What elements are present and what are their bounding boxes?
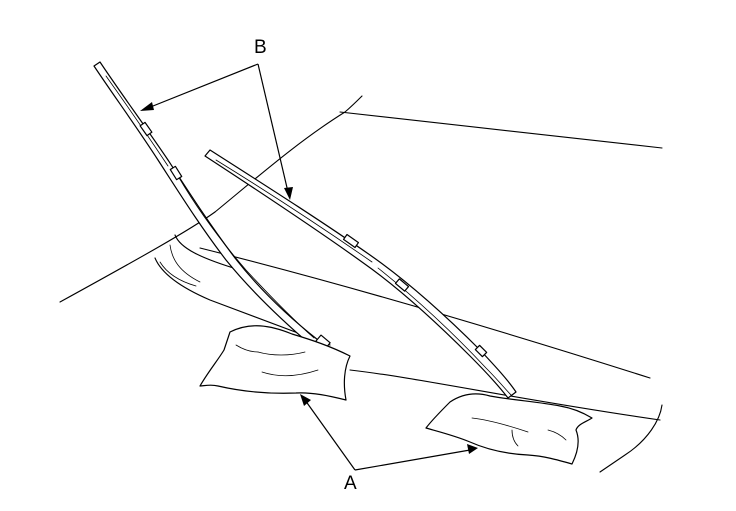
hood-rear-line — [349, 369, 661, 421]
car-body-outline — [59, 95, 663, 473]
right-blade-clip-mid — [394, 278, 410, 292]
windshield-left-edge — [214, 95, 363, 213]
right-blade-lower-line — [377, 267, 513, 397]
leader-a-left-arrowhead — [300, 394, 311, 406]
left-wiper-blade — [93, 61, 331, 350]
hood-left-edge — [59, 211, 216, 303]
right-cloth — [425, 393, 593, 465]
left-cloth-fold-1 — [257, 351, 306, 356]
leader-a-left — [304, 399, 356, 471]
right-blade-rubber-line — [215, 159, 373, 263]
left-cloth-body — [199, 325, 351, 401]
cowl-detail — [159, 261, 197, 287]
right-cloth-fold-1 — [471, 417, 529, 433]
left-blade-clip-upper — [139, 121, 153, 137]
leader-b-left-arrowhead — [140, 102, 154, 111]
leader-b-left — [147, 63, 259, 109]
cowl-inner-curve — [169, 244, 201, 283]
callout-b-label: B — [254, 37, 267, 58]
leader-lines — [140, 63, 478, 471]
hood-crease-line — [154, 257, 331, 346]
right-cloth-body — [425, 393, 593, 465]
cowl-left-curve — [174, 234, 241, 271]
left-blade-clip-mid — [169, 165, 183, 181]
left-cloth-fold-2 — [261, 369, 319, 376]
left-cloth-fold-3 — [235, 344, 259, 353]
right-cloth-fold-3 — [547, 429, 567, 441]
leader-b-right — [257, 63, 289, 193]
callout-a-label: A — [344, 473, 357, 494]
left-cloth — [199, 325, 351, 401]
fender-edge — [599, 404, 663, 473]
leader-b-right-arrowhead — [284, 187, 293, 200]
left-blade-rubber-line — [105, 75, 169, 167]
windshield-top-edge — [339, 111, 663, 149]
left-blade-lower-line — [177, 175, 315, 339]
windshield-bottom-edge — [199, 247, 651, 379]
leader-a-right — [354, 449, 471, 471]
right-blade-clip-lower — [474, 344, 488, 358]
right-wiper-blade — [204, 149, 517, 399]
right-cloth-fold-2 — [511, 429, 519, 447]
right-blade-clip-upper — [342, 233, 360, 249]
leader-a-right-arrowhead — [467, 444, 478, 454]
